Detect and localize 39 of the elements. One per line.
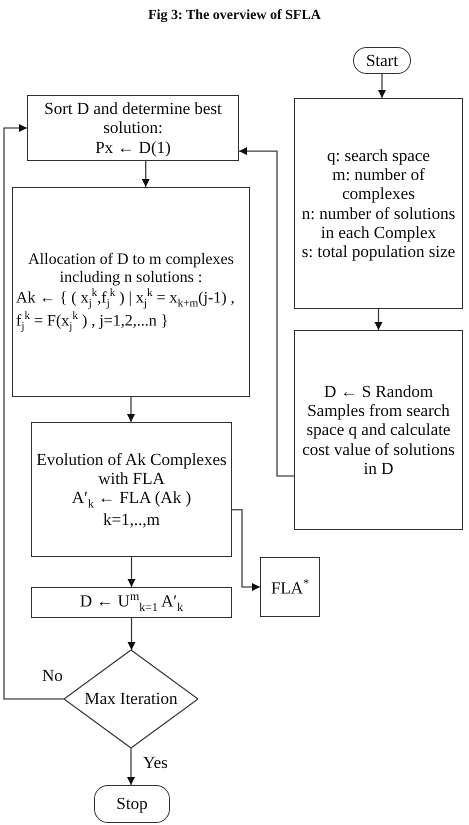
arrow — [378, 74, 386, 98]
terminal-box — [353, 47, 411, 74]
arrow — [142, 161, 150, 187]
edge-label: No — [40, 667, 65, 684]
node-text: m: number of complexes — [331, 165, 426, 204]
arrow — [239, 147, 294, 477]
node-text: Allocation of D to m complexes including n solutions : — [27, 251, 235, 287]
node-text: Max Iteration — [84, 689, 178, 709]
node-text: D ← S Random Samples from search space q and calculate cost value of solutions in D — [301, 382, 456, 478]
node-text: FLA$^{*}$ — [270, 576, 310, 598]
node-text: k=1,..,m — [103, 510, 160, 530]
node-text: s: total population size — [302, 242, 456, 261]
process-box — [27, 95, 239, 161]
node-text: Px ← D(1) — [95, 138, 171, 157]
edge-label: Yes — [141, 754, 170, 771]
arrow — [127, 748, 135, 785]
arrow — [128, 557, 136, 587]
decision-diamond — [64, 650, 198, 748]
node-text: D ← U$^{m}$$_{k=1}$ A′$_{k}$ — [80, 590, 184, 615]
process-box — [31, 422, 232, 557]
node-text: q: search space — [327, 146, 430, 166]
node-text: Ak ← { ( x$_{j}$$^{k}$,f$_{j}$$^{k}$ ) | x$_{j}$$^{k}$ = x$_{k+m}$(j-1) , f$_{j}$$^{k}$ = F(x$_{j}$$^{k}$ ) , j=1,2,...n } — [16, 286, 236, 333]
figure-title: Fig 3: The overview of SFLA — [147, 8, 322, 24]
process-box — [294, 98, 463, 309]
arrow — [3, 124, 64, 700]
node-text: Start — [366, 50, 398, 70]
node-text: A′$_{k}$ ← FLA (Ak ) — [72, 488, 192, 510]
arrow — [232, 509, 260, 591]
arrow — [374, 309, 382, 330]
node-text: Stop — [116, 794, 148, 814]
terminal-box — [94, 785, 170, 823]
process-box — [31, 587, 232, 618]
process-box — [12, 187, 250, 397]
process-box — [294, 330, 463, 530]
arrow — [128, 618, 136, 650]
node-text: Evolution of Ak Complexes with FLA — [35, 450, 228, 488]
node-text: Sort D and determine best solution: — [43, 99, 223, 138]
process-box — [260, 557, 320, 617]
arrow — [127, 397, 135, 422]
